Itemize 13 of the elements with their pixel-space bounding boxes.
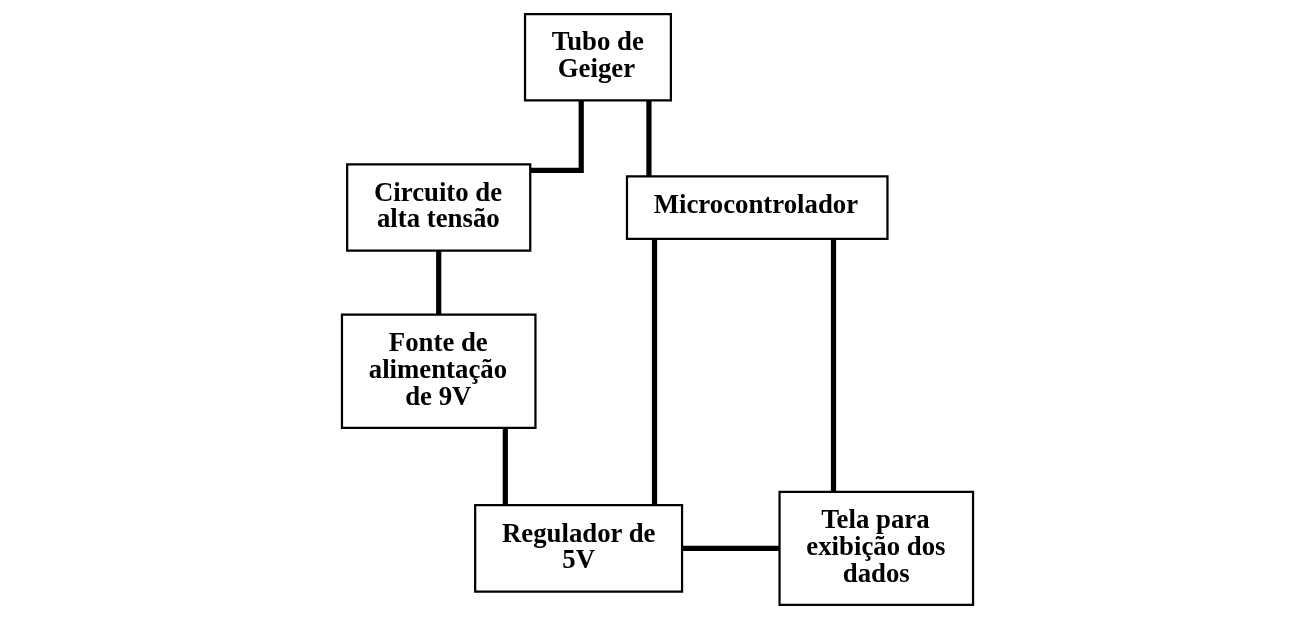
node-box: Tela para exibição dos dados: [777, 490, 974, 607]
node-box: Regulador de 5V: [473, 504, 683, 593]
connector: [645, 100, 652, 177]
connector: [681, 545, 779, 551]
connector: [651, 239, 657, 505]
node-box: Microcontrolador: [625, 175, 889, 240]
node-box: Fonte de alimentação de 9V: [340, 313, 537, 429]
node-box: Tubo de Geiger: [523, 12, 672, 102]
connector: [502, 428, 508, 505]
connector: [530, 100, 584, 173]
node-box: Circuito de alta tensão: [345, 163, 531, 252]
connector: [435, 251, 441, 315]
connector: [830, 239, 836, 492]
